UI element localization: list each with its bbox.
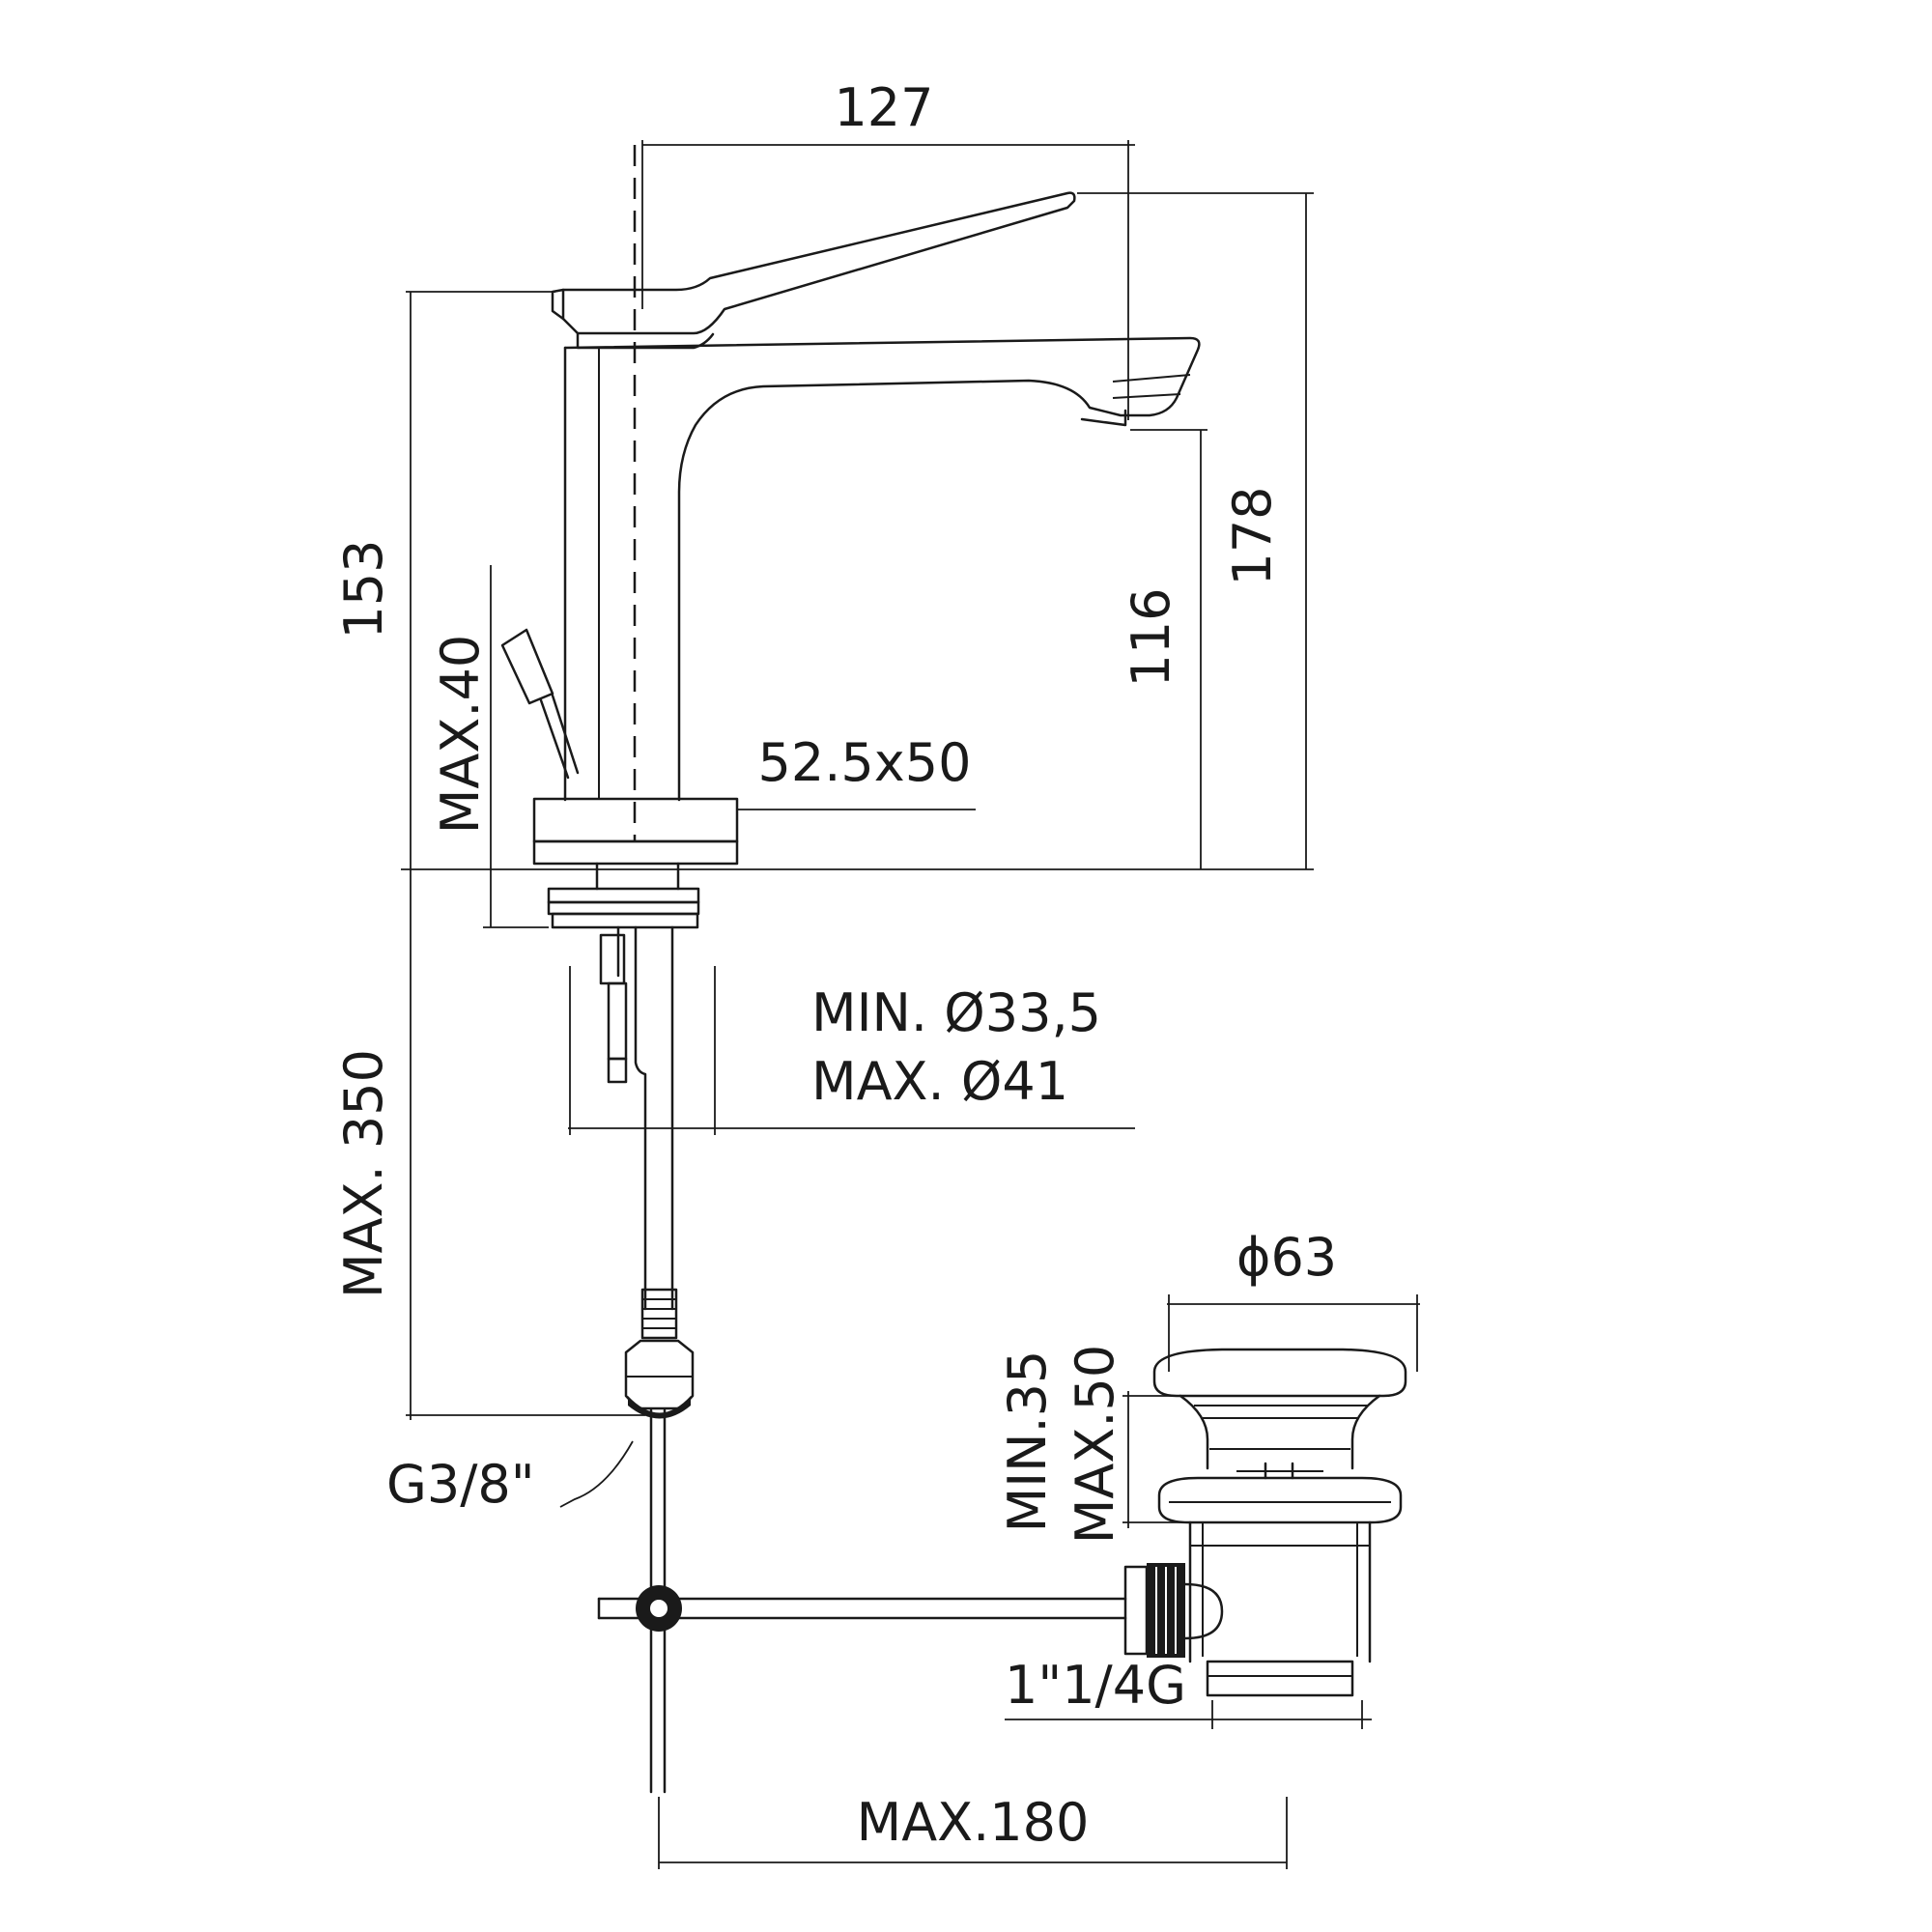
waste-side-nut: [1123, 1565, 1149, 1656]
hose-nut: [624, 1339, 695, 1410]
dim-hole-min: MIN. Ø33,5: [811, 982, 1101, 1043]
dimension-lines: [401, 140, 1420, 1869]
threaded-stud: [599, 933, 626, 985]
popup-knob: [500, 628, 554, 705]
dim-body-height: 153: [333, 539, 394, 639]
flex-hose: [634, 925, 674, 1311]
spout: [563, 336, 1201, 802]
dim-hole-max: MAX. Ø41: [811, 1051, 1068, 1112]
dim-max-thickness: MAX.40: [430, 635, 491, 834]
dim-top-width: 127: [834, 77, 933, 138]
dimension-labels: 127 178 153 116 MAX.40 52.5x50 MIN. Ø33,…: [333, 77, 1337, 1853]
dim-waste-max: MAX.50: [1065, 1345, 1125, 1544]
faucet-body: [500, 145, 1201, 1794]
fixing-washer: [547, 887, 700, 904]
dim-waste-thread: 1"1/4G: [1005, 1655, 1186, 1716]
dim-hose-length: MAX. 350: [333, 1049, 394, 1298]
hose-ferrule: [640, 1288, 678, 1340]
dim-waste-diameter: ϕ63: [1236, 1227, 1337, 1288]
dim-hose-thread: G3/8": [386, 1454, 535, 1515]
dim-base-size: 52.5x50: [758, 732, 972, 793]
dim-waste-min: MIN.35: [997, 1350, 1058, 1533]
waste-thread-body: [1206, 1660, 1354, 1697]
dim-total-height: 178: [1222, 486, 1283, 585]
waste-fitting: [1123, 1348, 1407, 1697]
waste-cap: [1152, 1348, 1407, 1398]
dim-rod-length: MAX.180: [857, 1792, 1090, 1853]
waste-flange: [1157, 1476, 1403, 1524]
lever-handle: [561, 191, 1076, 335]
dim-spout-height: 116: [1121, 587, 1181, 687]
base-plate: [532, 839, 739, 866]
